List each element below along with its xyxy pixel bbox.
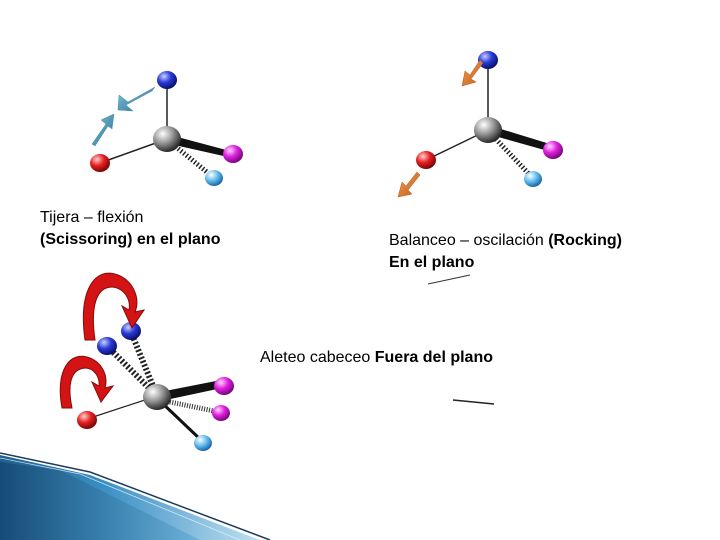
atom-red [416, 151, 436, 169]
caption-rocking-bold: (Rocking) [548, 232, 622, 249]
atom-blue [157, 71, 177, 89]
straight-arrow [117, 86, 156, 112]
atom-carbon [474, 117, 502, 143]
caption-rocking-line2: En el plano [389, 254, 475, 271]
caption-scissoring: Tijera – flexión (Scissoring) en el plan… [40, 207, 220, 251]
caption-wagging-bold: Fuera del plano [374, 349, 493, 366]
atom-red [90, 154, 110, 172]
molecule-scissoring [90, 71, 243, 186]
curved-arrow [82, 272, 146, 341]
atom-magenta [543, 141, 563, 159]
atom-lightblue [205, 170, 223, 186]
atom-blue [97, 337, 117, 355]
atom-red [77, 411, 97, 429]
atom-lightblue [194, 435, 212, 451]
stray-line [452, 399, 495, 405]
caption-scissoring-line1: Tijera – flexión [40, 209, 144, 226]
curved-arrow [59, 355, 115, 409]
caption-wagging-text: Aleteo cabeceo [260, 349, 375, 366]
atom-magenta [212, 405, 230, 421]
atom-blue [478, 51, 498, 69]
straight-arrow [397, 171, 421, 198]
straight-arrow [461, 59, 484, 87]
atom-magenta [214, 377, 234, 395]
footer-band [0, 452, 271, 540]
stray-line [427, 274, 471, 285]
caption-scissoring-line2: (Scissoring) en el plano [40, 231, 221, 248]
straight-arrow [91, 113, 115, 147]
atom-magenta [223, 145, 243, 163]
caption-rocking: Balanceo – oscilación (Rocking) En el pl… [389, 230, 622, 274]
atom-lightblue [524, 171, 542, 187]
molecule-wagging [59, 272, 234, 451]
caption-wagging: Aleteo cabeceo Fuera del plano [260, 347, 493, 369]
atom-carbon [153, 126, 181, 152]
atom-carbon [143, 384, 171, 410]
atom-blue [121, 322, 141, 340]
molecule-rocking [397, 51, 563, 198]
caption-rocking-text: Balanceo – oscilación [389, 232, 549, 249]
